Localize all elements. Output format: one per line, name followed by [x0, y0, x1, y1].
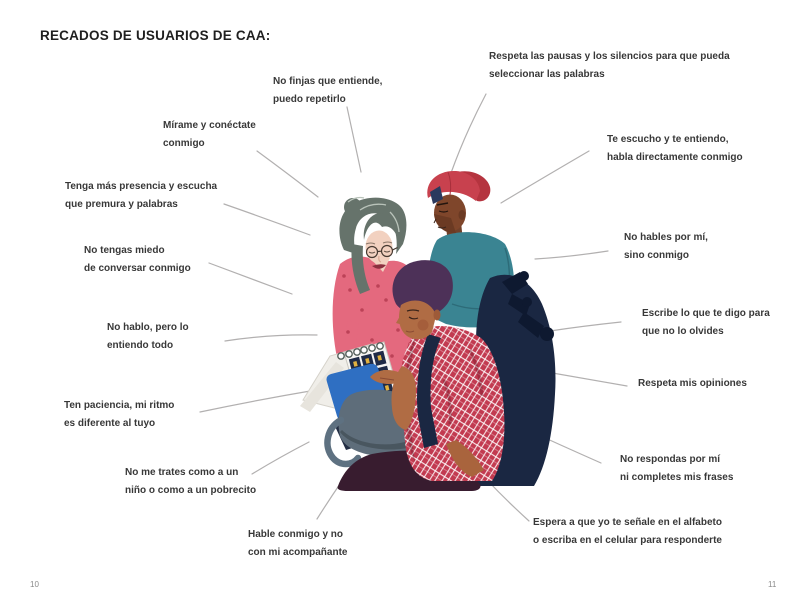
- headrest-arm: [502, 271, 554, 341]
- connector-line: [256, 150, 319, 198]
- red-cap: [427, 170, 491, 204]
- callout-no-respondas: No respondas por mí ni completes mis fra…: [620, 454, 734, 483]
- connector-line: [549, 321, 622, 332]
- illustration: [300, 170, 556, 491]
- callout-hable-conmigo: Hable conmigo y no con mi acompañante: [248, 529, 348, 558]
- callout-ten-paciencia: Ten paciencia, mi ritmo es diferente al …: [64, 400, 175, 429]
- connector-line: [208, 262, 293, 295]
- connector-line: [450, 93, 487, 174]
- callout-no-me-trates: No me trates como a un niño o como a un …: [125, 467, 257, 496]
- callout-tenga-mas-presencia: Tenga más presencia y escucha que premur…: [65, 181, 218, 210]
- callout-no-hables-por-mi: No hables por mí, sino conmigo: [624, 232, 708, 261]
- callout-espera-senale: Espera a que yo te señale en el alfabeto…: [533, 517, 722, 546]
- wheelchair-user-figure: [370, 260, 505, 481]
- page-number-left: 10: [30, 580, 39, 589]
- callout-no-hablo: No hablo, pero lo entiendo todo: [107, 322, 189, 351]
- hair-streaks: [347, 196, 400, 233]
- spiral-binding: [337, 342, 384, 360]
- glasses-icon: [365, 244, 398, 259]
- callout-mirame: Mírame y conéctate conmigo: [163, 120, 256, 149]
- callout-no-finjas: No finjas que entiende, puedo repetirlo: [273, 76, 383, 105]
- chest-strap: [417, 334, 441, 448]
- callout-respeta-opiniones: Respeta mis opiniones: [638, 378, 747, 389]
- connector-line: [487, 480, 530, 522]
- woman-face: [365, 230, 393, 264]
- connector-line: [224, 334, 318, 342]
- callout-te-escucho: Te escucho y te entiendo, habla directam…: [607, 134, 743, 163]
- connector-line: [199, 389, 317, 413]
- connector-lines: [199, 93, 628, 522]
- callout-respeta-pausas: Respeta las pausas y los silencios para …: [489, 51, 730, 80]
- user-forearm: [446, 440, 484, 477]
- page-number-right: 11: [768, 580, 777, 589]
- connector-line: [346, 106, 362, 173]
- page-title: RECADOS DE USUARIOS DE CAA:: [40, 28, 271, 43]
- user-hands: [370, 366, 416, 430]
- connector-line: [223, 203, 311, 236]
- callout-no-tengas-miedo: No tengas miedo de conversar conmigo: [84, 245, 191, 274]
- connector-line: [500, 150, 590, 204]
- connector-line: [251, 441, 310, 475]
- bag-strap: [324, 416, 362, 468]
- callout-escribe-lo-que-digo: Escribe lo que te digo para que no lo ol…: [642, 308, 770, 337]
- connector-line: [534, 250, 609, 260]
